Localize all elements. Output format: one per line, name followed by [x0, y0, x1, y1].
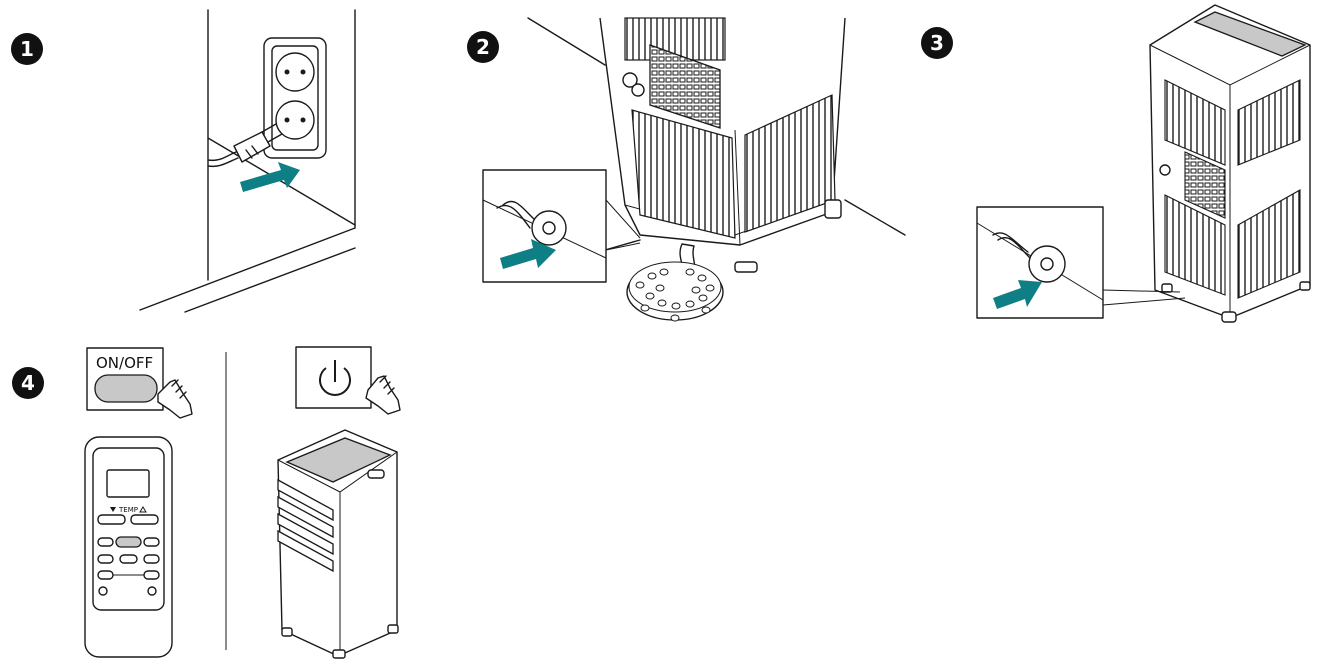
- step-4-number: 4: [21, 371, 35, 395]
- step-4-panel: 4 ON/OFF TEMP: [12, 347, 400, 658]
- step-1-badge: 1: [11, 33, 43, 65]
- drain-plug-icon: [1029, 246, 1065, 282]
- remote-icon: TEMP: [85, 437, 172, 657]
- on-off-label: ON/OFF: [96, 354, 153, 372]
- step-1-panel: 1: [11, 10, 355, 312]
- air-conditioner-icon: [278, 430, 398, 658]
- drain-plug-inset: [483, 170, 640, 282]
- step-2-number: 2: [476, 35, 490, 59]
- step-2-badge: 2: [467, 31, 499, 63]
- air-conditioner-icon: [1150, 5, 1310, 322]
- drain-grate-icon: [627, 262, 723, 321]
- step-2-panel: 2: [467, 18, 905, 321]
- step-3-badge: 3: [921, 27, 953, 59]
- power-callout: [296, 347, 400, 414]
- on-off-callout: ON/OFF: [87, 348, 192, 418]
- drain-plug-icon: [532, 211, 566, 245]
- step-3-number: 3: [930, 31, 944, 55]
- remote-temp-label: TEMP: [118, 506, 138, 514]
- step-3-panel: 3: [921, 5, 1310, 322]
- step-1-number: 1: [20, 37, 34, 61]
- wall-socket-icon: [264, 38, 326, 158]
- step-4-badge: 4: [12, 367, 44, 399]
